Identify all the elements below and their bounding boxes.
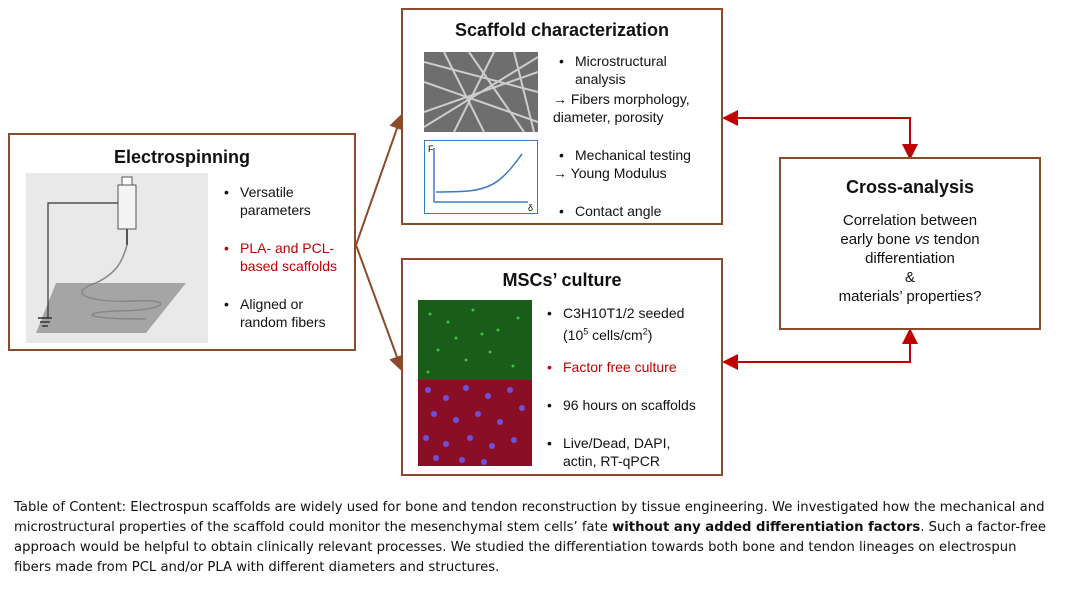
arrow-to-scaffold [355, 113, 405, 246]
arrow-cross-scaffold [722, 110, 911, 155]
scaffold-bullet-1: •Microstructural analysis [559, 53, 667, 87]
electrospinning-setup-illustration [26, 173, 208, 343]
cross-analysis-title: Cross-analysis [845, 177, 975, 197]
culture-bullet-1: •C3H10T1/2 seeded (105 cells/cm2) [547, 305, 685, 343]
stress-strain-graph: F δ [424, 140, 538, 214]
cross-analysis-box: Cross-analysis Correlation between early… [779, 157, 1041, 330]
dapi-actin-microscopy-image [418, 380, 532, 466]
scaffold-bullet-1-detail: → Fibers morphology, diameter, porosity [553, 91, 690, 125]
culture-bullet-3: •96 hours on scaffolds [547, 397, 696, 413]
graph-delta-label: δ [528, 203, 533, 213]
graph-f-label: F [428, 144, 434, 154]
electrospinning-bullet-1: •Versatile parameters [224, 184, 311, 218]
live-dead-microscopy-image [418, 300, 532, 380]
electrospinning-bullet-2: •PLA- and PCL-based scaffolds [224, 240, 338, 274]
electrospinning-bullet-3: •Aligned or random fibers [224, 296, 326, 330]
scaffold-bullet-3: •Contact angle [559, 203, 662, 219]
scaffold-bullet-2-detail: → Young Modulus [553, 165, 667, 181]
arrow-cross-culture [722, 331, 911, 370]
scaffold-characterization-box: Scaffold characterization F δ •Microstru… [401, 8, 723, 225]
scaffold-title: Scaffold characterization [454, 20, 670, 40]
mscs-culture-box: MSCs’ culture •C3H10T1/2 seeded (105 cel… [401, 258, 723, 476]
arrow-to-culture [355, 244, 405, 372]
culture-seeding-density: (105 cells/cm2) [563, 326, 653, 343]
culture-title: MSCs’ culture [502, 270, 622, 290]
table-of-content-caption: Table of Content: Electrospun scaffolds … [14, 500, 1046, 575]
culture-bullet-4: •Live/Dead, DAPI, actin, RT-qPCR [547, 435, 671, 469]
culture-bullet-2: •Factor free culture [547, 359, 677, 375]
scaffold-bullet-2: •Mechanical testing [559, 147, 691, 163]
cross-analysis-text: Correlation between early bone vs tendon… [838, 212, 982, 305]
electrospinning-box: Electrospinning •Versatile parameters •P… [8, 133, 356, 351]
sem-fibers-image [424, 52, 538, 132]
electrospinning-title: Electrospinning [113, 147, 250, 167]
